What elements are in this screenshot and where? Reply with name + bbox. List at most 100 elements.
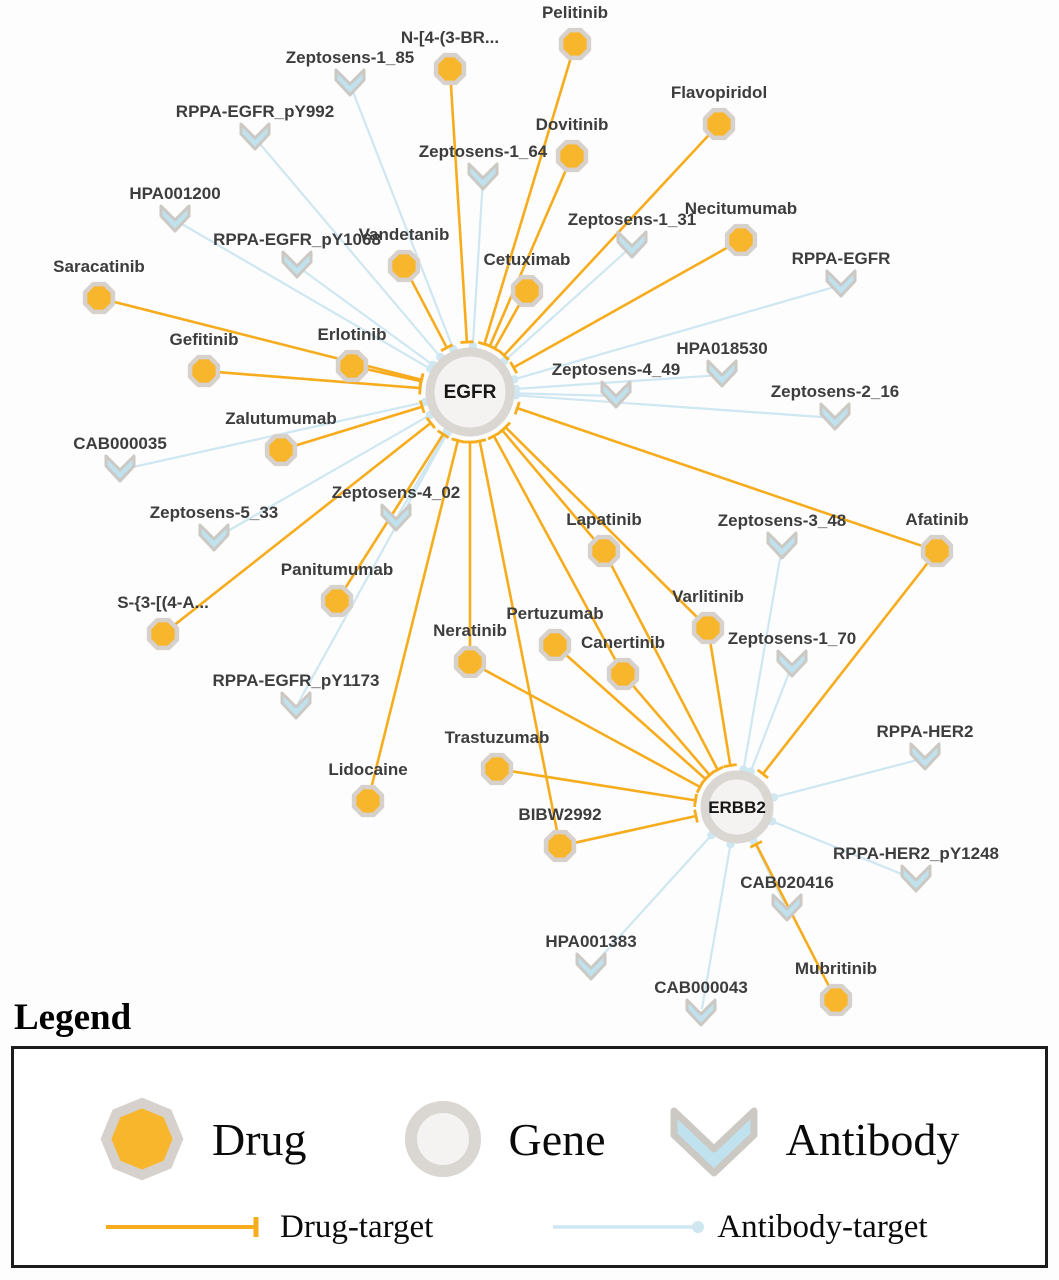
- inhibition-bar: [693, 793, 698, 808]
- drug-node-panitumumab: [320, 584, 354, 618]
- antibody-node-label: RPPA-EGFR_pY992: [176, 102, 334, 121]
- legend-edge-dot: [692, 1221, 705, 1233]
- antibody-node-cab000043: [685, 998, 717, 1027]
- drug-node-gefitinib: [187, 354, 221, 388]
- antibody-node-zeptosens-1_31: [616, 230, 648, 259]
- drug-node-erlotinib: [335, 349, 369, 383]
- drug-node-label: Varlitinib: [672, 587, 744, 606]
- antibody-node-rppa-her2_py1248: [900, 864, 932, 893]
- antibody-target-edge: [178, 221, 431, 370]
- antibody-target-edge: [771, 820, 912, 880]
- antibody-node-label: HPA018530: [676, 339, 767, 358]
- drug-target-edge: [512, 246, 729, 369]
- antibody-node-zeptosens-2_16: [819, 402, 851, 431]
- antibody-target-edge: [749, 669, 792, 772]
- antibody-target-edge: [217, 413, 431, 538]
- drug-node-label: Saracatinib: [53, 257, 145, 276]
- drug-node-label: Cetuximab: [484, 250, 571, 269]
- antibody-node-label: Zeptosens-1_70: [728, 629, 857, 648]
- drug-node-necitumumab: [724, 223, 758, 257]
- drug-node-lapatinib: [587, 534, 621, 568]
- drug-node-label: Necitumumab: [685, 199, 797, 218]
- drug-target-edge: [218, 370, 421, 390]
- drug-target-edge: [503, 134, 710, 357]
- drug-node-icon: [100, 1097, 184, 1181]
- antibody-node-zeptosens-4_49: [600, 380, 632, 409]
- antibody-node-label: CAB000035: [73, 434, 167, 453]
- drug-target-edge: [511, 770, 696, 802]
- inhibition-bar: [488, 344, 501, 353]
- antibody-node-zeptosens-4_02: [380, 503, 412, 532]
- antibody-node-label: RPPA-HER2_pY1248: [833, 844, 999, 863]
- drug-node-saracatinib: [82, 281, 116, 315]
- antibody-node-hpa001383: [575, 952, 607, 981]
- antibody-node-zeptosens-1_70: [776, 649, 808, 678]
- legend-chevron: [670, 1107, 758, 1177]
- antibody-target-edge: [300, 268, 434, 366]
- drug-node-lidocaine: [351, 784, 385, 818]
- drug-node-pelitinib: [558, 27, 592, 61]
- antibody-node-zeptosens-3_48: [766, 531, 798, 560]
- legend-edge-row: Drug-target Antibody-target: [14, 1201, 1045, 1253]
- drug-target-edge: [294, 405, 423, 447]
- drug-node-label: Lapatinib: [566, 510, 642, 529]
- drug-target-edge: [493, 303, 521, 350]
- antibody-node-label: Zeptosens-4_02: [332, 483, 461, 502]
- inhibition-bar: [695, 780, 705, 794]
- inhibition-bar: [693, 809, 699, 823]
- antibody-node-zeptosens-1_64: [467, 162, 499, 191]
- legend-circle: [404, 1101, 481, 1177]
- antibody-node-label: Zeptosens-4_49: [552, 360, 681, 379]
- antibody-node-cab000035: [104, 454, 136, 483]
- drug-node-label: Panitumumab: [281, 560, 393, 579]
- antibody-node-rppa-egfr_py1068: [281, 250, 313, 279]
- inhibition-bar: [473, 438, 487, 444]
- antibody-node-label: HPA001383: [545, 932, 636, 951]
- drug-node-dovitinib: [555, 139, 589, 173]
- antibody-target-edge: [700, 844, 732, 1010]
- antibody-target-edge: [297, 431, 449, 704]
- drug-node-pertuzumab: [538, 628, 572, 662]
- antibody-target-edge: [593, 834, 713, 966]
- drug-node-label: Canertinib: [581, 633, 665, 652]
- legend-antibody-label: Antibody: [785, 1113, 960, 1165]
- drug-node-label: Dovitinib: [536, 115, 609, 134]
- drug-target-edge-icon: [106, 1217, 259, 1237]
- drug-node-n4-3br: [433, 52, 467, 86]
- inhibition-bar: [436, 429, 450, 439]
- drug-node-label: Gefitinib: [170, 330, 239, 349]
- drug-target-edge: [504, 426, 699, 619]
- drug-node-vandetanib: [387, 249, 421, 283]
- antibody-node-hpa001200: [159, 204, 191, 233]
- drug-target-edge: [565, 654, 707, 781]
- drug-target-edge: [492, 435, 617, 662]
- antibody-target-edge: [257, 141, 442, 358]
- drug-target-edge: [344, 433, 445, 589]
- drug-node-varlitinib: [691, 611, 725, 645]
- drug-node-zalutumumab: [264, 433, 298, 467]
- antibody-node-label: Zeptosens-2_16: [771, 382, 900, 401]
- antibody-edge-layer: [124, 88, 921, 1010]
- antibody-node-label: HPA001200: [129, 184, 220, 203]
- drug-target-edge: [488, 169, 568, 347]
- inhibition-bar: [487, 431, 501, 441]
- antibody-target-edge: [513, 285, 837, 381]
- legend-gene-label: Gene: [508, 1113, 606, 1165]
- inhibition-bar: [509, 361, 519, 374]
- antibody-node-label: CAB000043: [654, 978, 748, 997]
- antibody-node-label: Zeptosens-1_85: [286, 48, 415, 67]
- antibody-node-label: CAB020416: [740, 873, 834, 892]
- drug-target-edge: [609, 563, 719, 771]
- drug-node-label: N-[4-(3-BR...: [401, 28, 499, 47]
- antibody-node-rppa-egfr_py1173: [280, 691, 312, 720]
- drug-target-edge: [761, 561, 929, 775]
- antibody-node-label: Zeptosens-1_31: [568, 210, 697, 229]
- legend-drug-label: Drug: [212, 1113, 307, 1165]
- gene-node-label: ERBB2: [708, 798, 766, 817]
- antibody-target-edge: [515, 394, 831, 419]
- drug-target-edge: [173, 421, 432, 626]
- drug-node-label: Pelitinib: [542, 3, 608, 22]
- drug-node-label: Flavopiridol: [671, 83, 767, 102]
